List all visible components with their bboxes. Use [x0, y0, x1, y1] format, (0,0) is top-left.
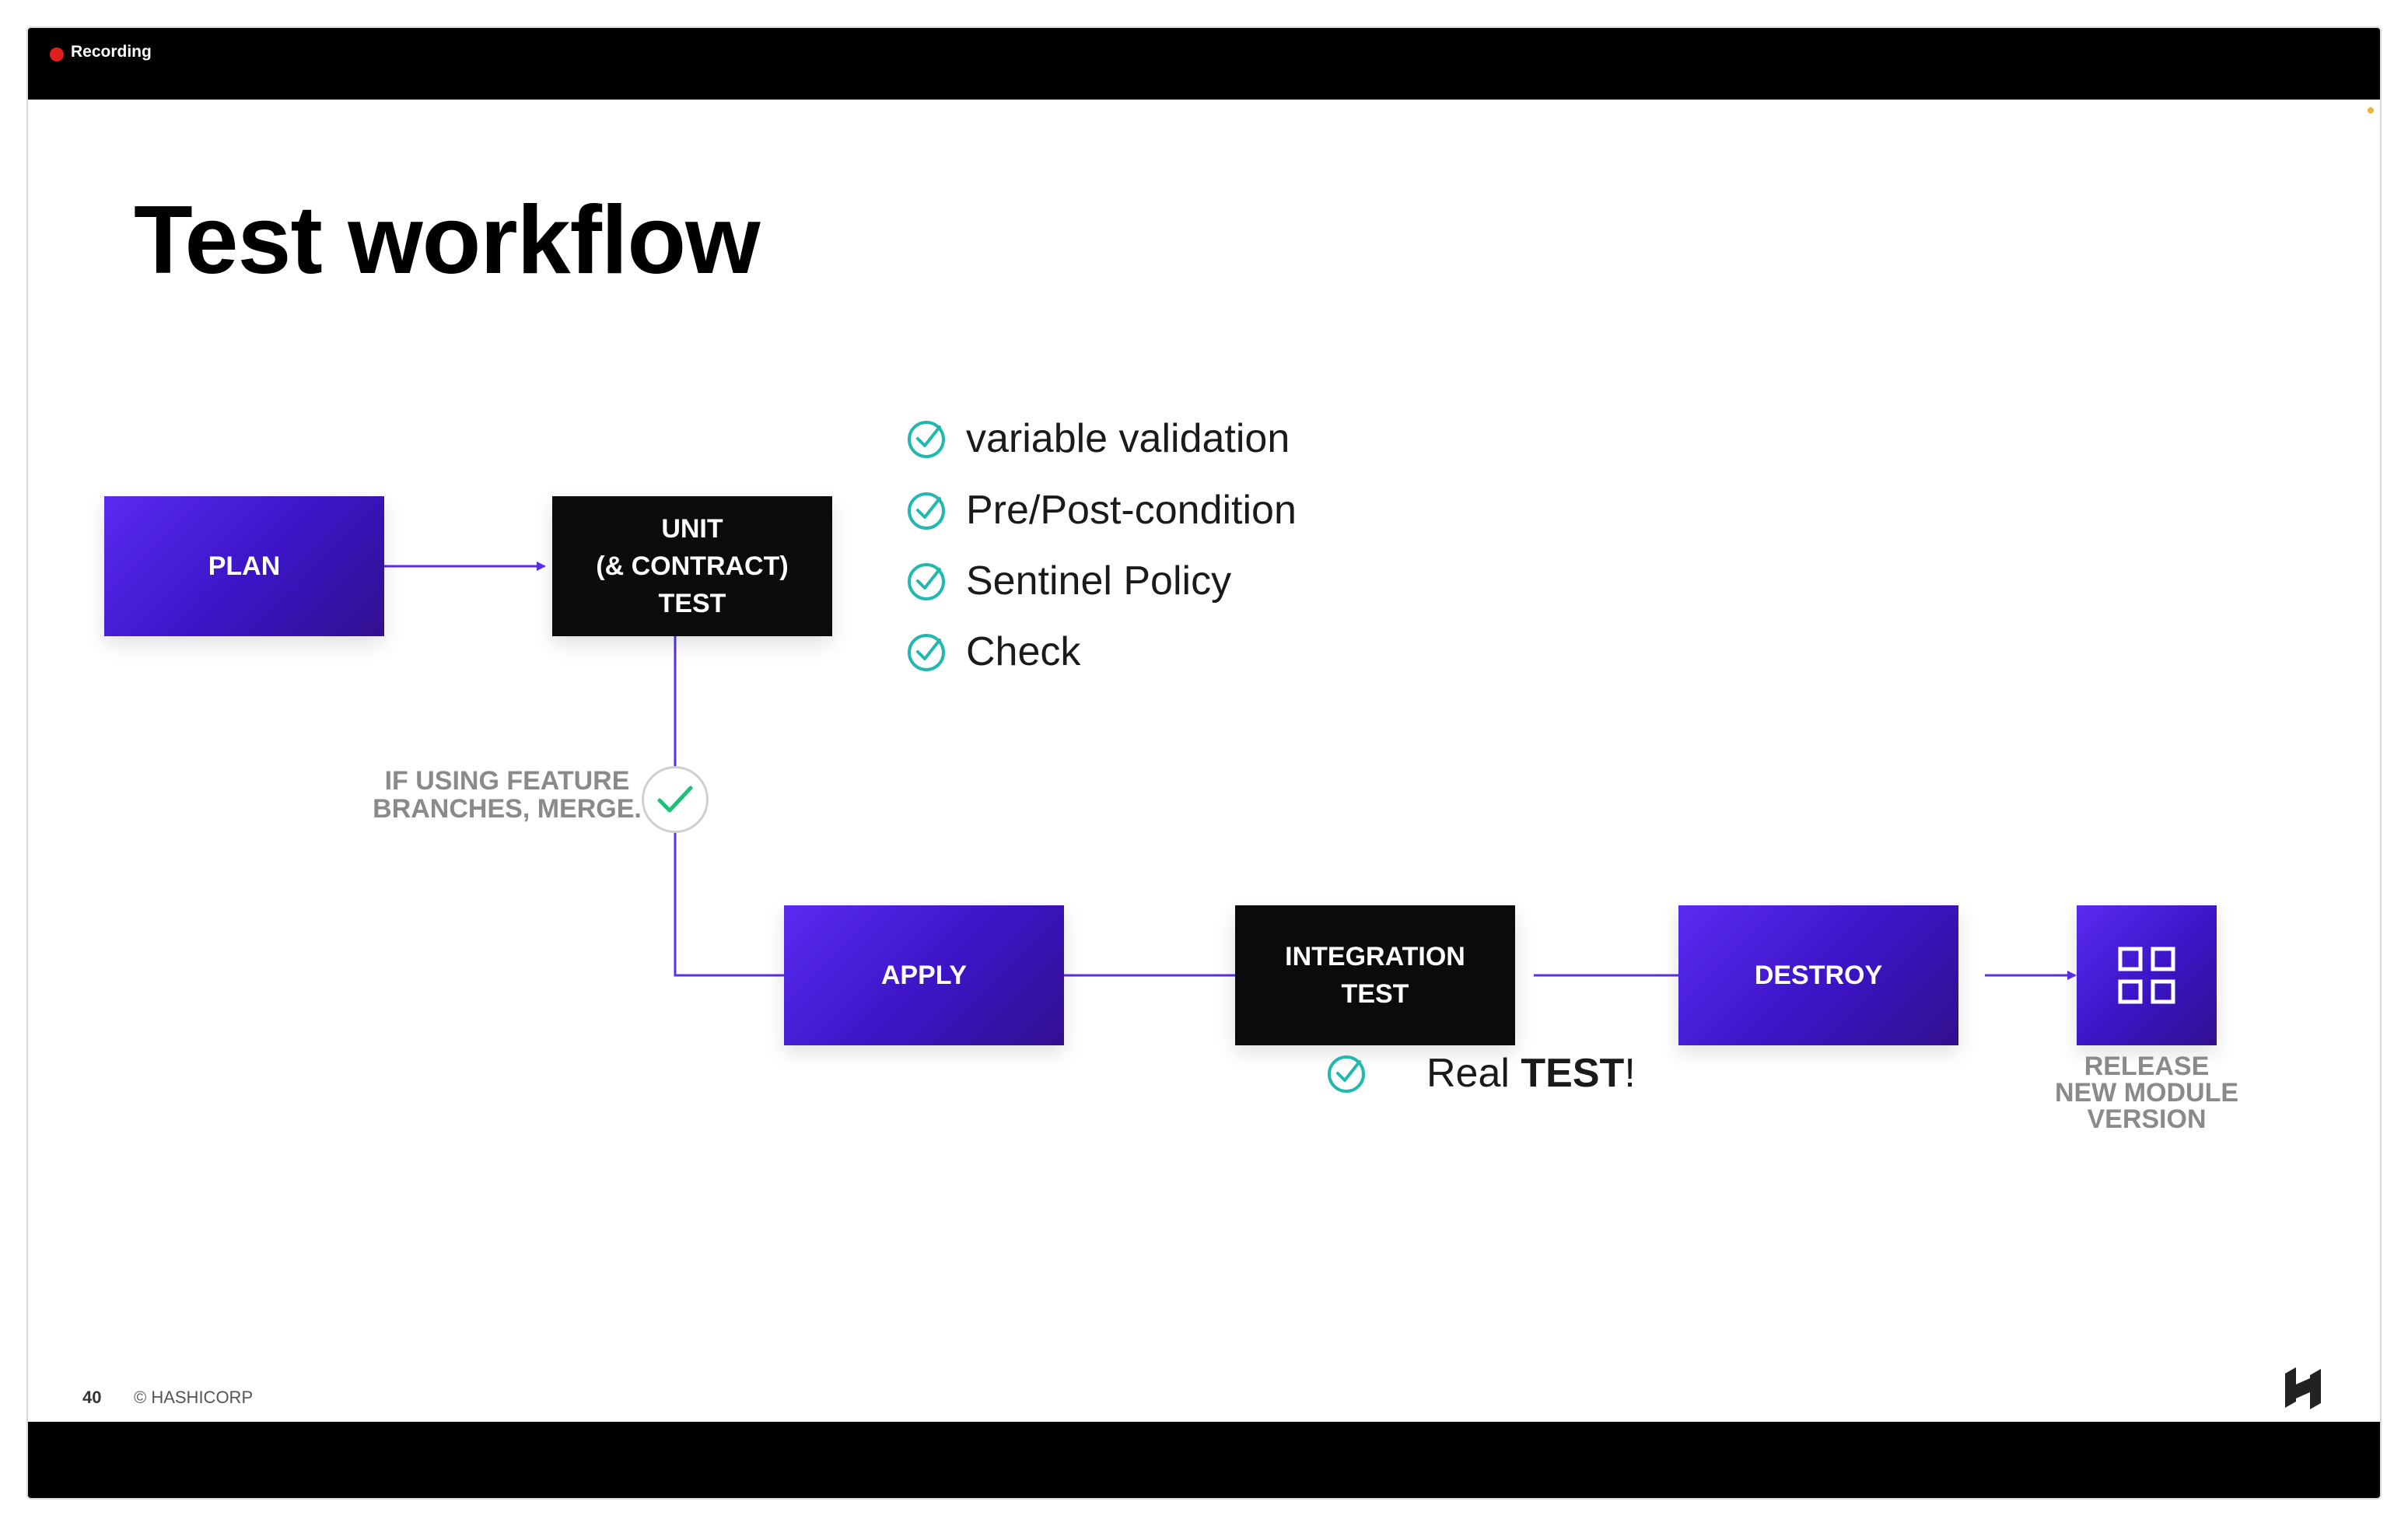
- real-test-note: Real TEST!: [1325, 1050, 1636, 1097]
- hashicorp-logo-icon: [2285, 1367, 2321, 1409]
- integration-label-line2: TEST: [1341, 979, 1409, 1009]
- check-item-label: variable validation: [966, 416, 1290, 461]
- apply-label: APPLY: [880, 961, 968, 990]
- check-circle-icon: [1328, 1055, 1365, 1093]
- merge-note: IF USING FEATURE BRANCHES, MERGE.: [336, 767, 678, 823]
- plan-box: PLAN: [104, 496, 384, 636]
- recording-dot-icon: [50, 47, 64, 61]
- check-icon: [657, 786, 693, 813]
- check-circle-icon: [908, 421, 945, 458]
- release-label: RELEASE NEW MODULE VERSION: [2039, 1053, 2254, 1132]
- release-label-line2: NEW MODULE: [2054, 1078, 2239, 1108]
- unit-label-line1: UNIT: [661, 514, 723, 544]
- real-test-suffix: !: [1624, 1051, 1636, 1096]
- integration-label-line1: INTEGRATION: [1285, 942, 1465, 971]
- grid-icon: [2118, 947, 2175, 1004]
- real-test-bold: TEST: [1521, 1051, 1625, 1096]
- apply-box: APPLY: [784, 905, 1064, 1045]
- unit-label-line2: (& CONTRACT): [596, 551, 789, 581]
- check-item-label: Check: [966, 629, 1081, 674]
- merge-note-line1: IF USING FEATURE: [384, 766, 630, 796]
- destroy-label: DESTROY: [1754, 961, 1883, 990]
- check-circle-icon: [908, 492, 945, 530]
- bottom-bar: [28, 1422, 2380, 1498]
- presentation-window: Recording Test workflow PLAN UN: [28, 28, 2380, 1498]
- slide: Test workflow PLAN UNIT (& CONTRACT): [28, 100, 2380, 1422]
- copyright: © HASHICORP: [134, 1388, 254, 1407]
- check-item-sentinel-policy: Sentinel Policy: [905, 558, 1231, 604]
- status-dot: [2368, 107, 2374, 114]
- arrow-unit-to-apply: [674, 636, 821, 980]
- real-test-label: Real TEST!: [1426, 1050, 1636, 1097]
- integration-test-box: INTEGRATION TEST: [1235, 905, 1515, 1045]
- flow-connectors: [375, 562, 2077, 980]
- merge-note-line2: BRANCHES, MERGE.: [373, 794, 642, 824]
- merge-check-ring: [642, 766, 709, 833]
- slide-title: Test workflow: [134, 187, 761, 294]
- check-item-check: Check: [905, 628, 1080, 675]
- check-item-label: Sentinel Policy: [966, 558, 1232, 604]
- unit-test-box: UNIT (& CONTRACT) TEST: [552, 496, 832, 636]
- check-item-variable-validation: variable validation: [905, 415, 1290, 462]
- release-box: [2077, 905, 2217, 1045]
- unit-label-line3: TEST: [658, 589, 726, 618]
- check-circle-icon: [908, 634, 945, 671]
- recording-label: Recording: [71, 43, 152, 61]
- plan-label: PLAN: [208, 551, 281, 581]
- page-number: 40: [82, 1388, 102, 1407]
- check-item-label: Pre/Post-condition: [966, 488, 1297, 533]
- check-item-pre-post-condition: Pre/Post-condition: [905, 487, 1297, 534]
- check-circle-icon: [908, 563, 945, 600]
- top-bar: Recording: [28, 28, 2380, 100]
- destroy-box: DESTROY: [1678, 905, 1958, 1045]
- real-test-prefix: Real: [1426, 1051, 1521, 1096]
- release-label-line3: VERSION: [2087, 1104, 2207, 1134]
- release-label-line1: RELEASE: [2084, 1052, 2210, 1081]
